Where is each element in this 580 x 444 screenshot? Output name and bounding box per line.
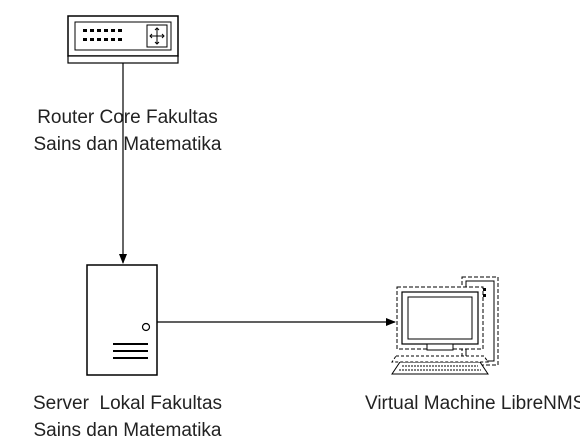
- router-label-line1: Router Core Fakultas: [37, 107, 218, 128]
- router-label: Router Core Fakultas Sains dan Matematik…: [10, 104, 245, 158]
- desktop-computer-icon: [391, 276, 499, 375]
- server-label: Server Lokal Fakultas Sains dan Matemati…: [10, 390, 245, 444]
- server-label-line1: Server Lokal Fakultas: [32, 393, 223, 414]
- server-label-line2: Sains dan Matematika: [33, 420, 222, 441]
- vm-label: Virtual Machine LibreNMS: [365, 390, 580, 417]
- vm-label-text: Virtual Machine LibreNMS: [365, 393, 580, 414]
- server-icon: [86, 264, 158, 376]
- router-icon: [67, 15, 179, 64]
- router-label-line2: Sains dan Matematika: [33, 134, 222, 155]
